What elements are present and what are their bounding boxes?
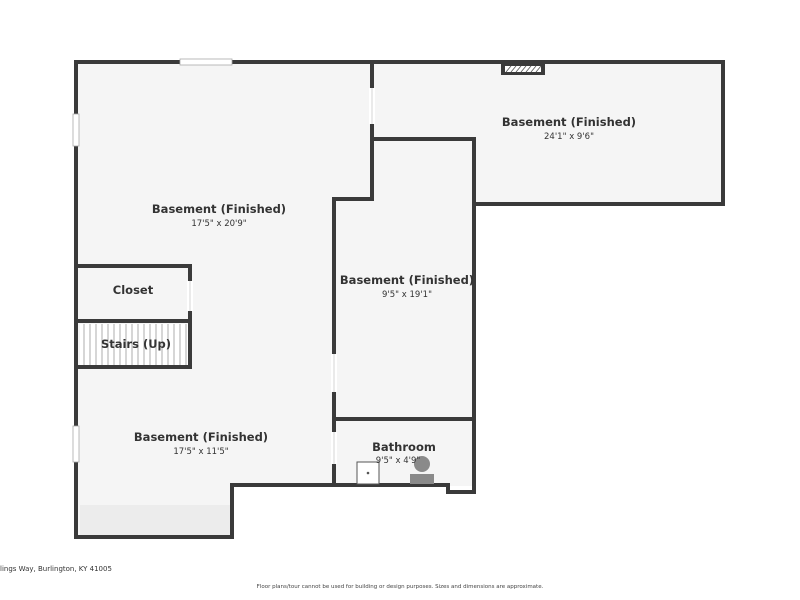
room-dimensions: 9'5" x 4'9" xyxy=(376,456,421,466)
fireplace-icon xyxy=(501,64,545,75)
room-label: Bathroom xyxy=(372,440,436,454)
room-label: Basement (Finished) xyxy=(152,202,286,216)
room-label: Basement (Finished) xyxy=(502,115,636,129)
room-label: Basement (Finished) xyxy=(134,430,268,444)
disclaimer: Floor plans/tour cannot be used for buil… xyxy=(256,584,544,590)
property-address: lings Way, Burlington, KY 41005 xyxy=(0,565,112,573)
room-label: Basement (Finished) xyxy=(340,273,474,287)
lower-floor-band xyxy=(80,505,230,535)
walls xyxy=(74,60,725,539)
floor-fill xyxy=(78,64,723,536)
room-label: Closet xyxy=(113,283,154,297)
shower-icon xyxy=(356,461,380,485)
room-dimensions: 17'5" x 11'5" xyxy=(173,447,228,457)
window-top xyxy=(179,58,233,66)
window-left-lower xyxy=(72,425,80,463)
toilet-icon xyxy=(410,456,434,484)
room-label: Stairs (Up) xyxy=(101,337,171,351)
room-dimensions: 9'5" x 19'1" xyxy=(382,290,432,300)
room-dimensions: 17'5" x 20'9" xyxy=(191,219,246,229)
room-dimensions: 24'1" x 9'6" xyxy=(544,132,594,142)
window-left-upper xyxy=(72,113,80,147)
stairs-icon xyxy=(80,324,189,366)
